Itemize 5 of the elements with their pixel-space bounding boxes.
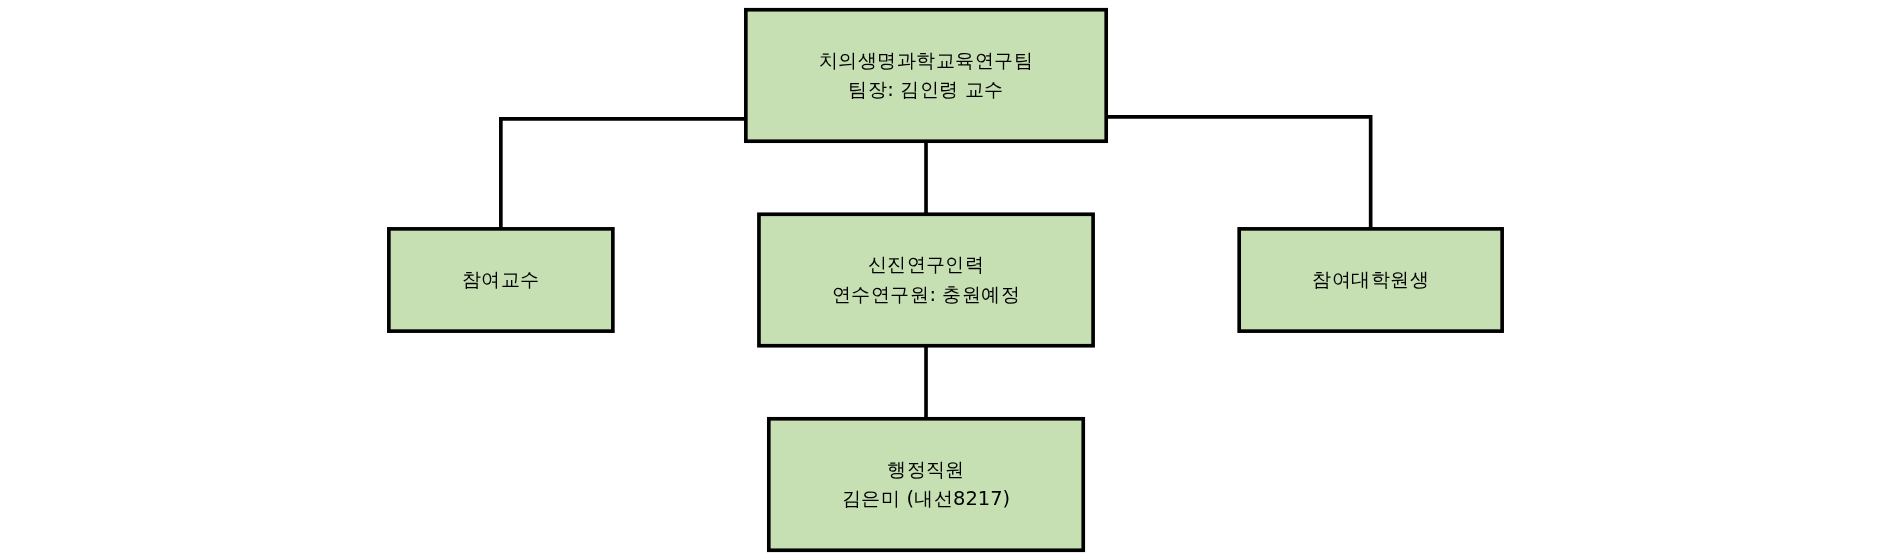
node-box: 참여교수 [387,227,615,333]
node-box: 치의생명과학교육연구팀 팀장: 김인령 교수 [744,7,1109,144]
node-box: 신진연구인력 연수연구원: 충원예정 [757,212,1095,348]
node-box: 참여대학원생 [1237,227,1504,333]
node-box: 행정직원 김은미 (내선8217) [766,416,1086,553]
